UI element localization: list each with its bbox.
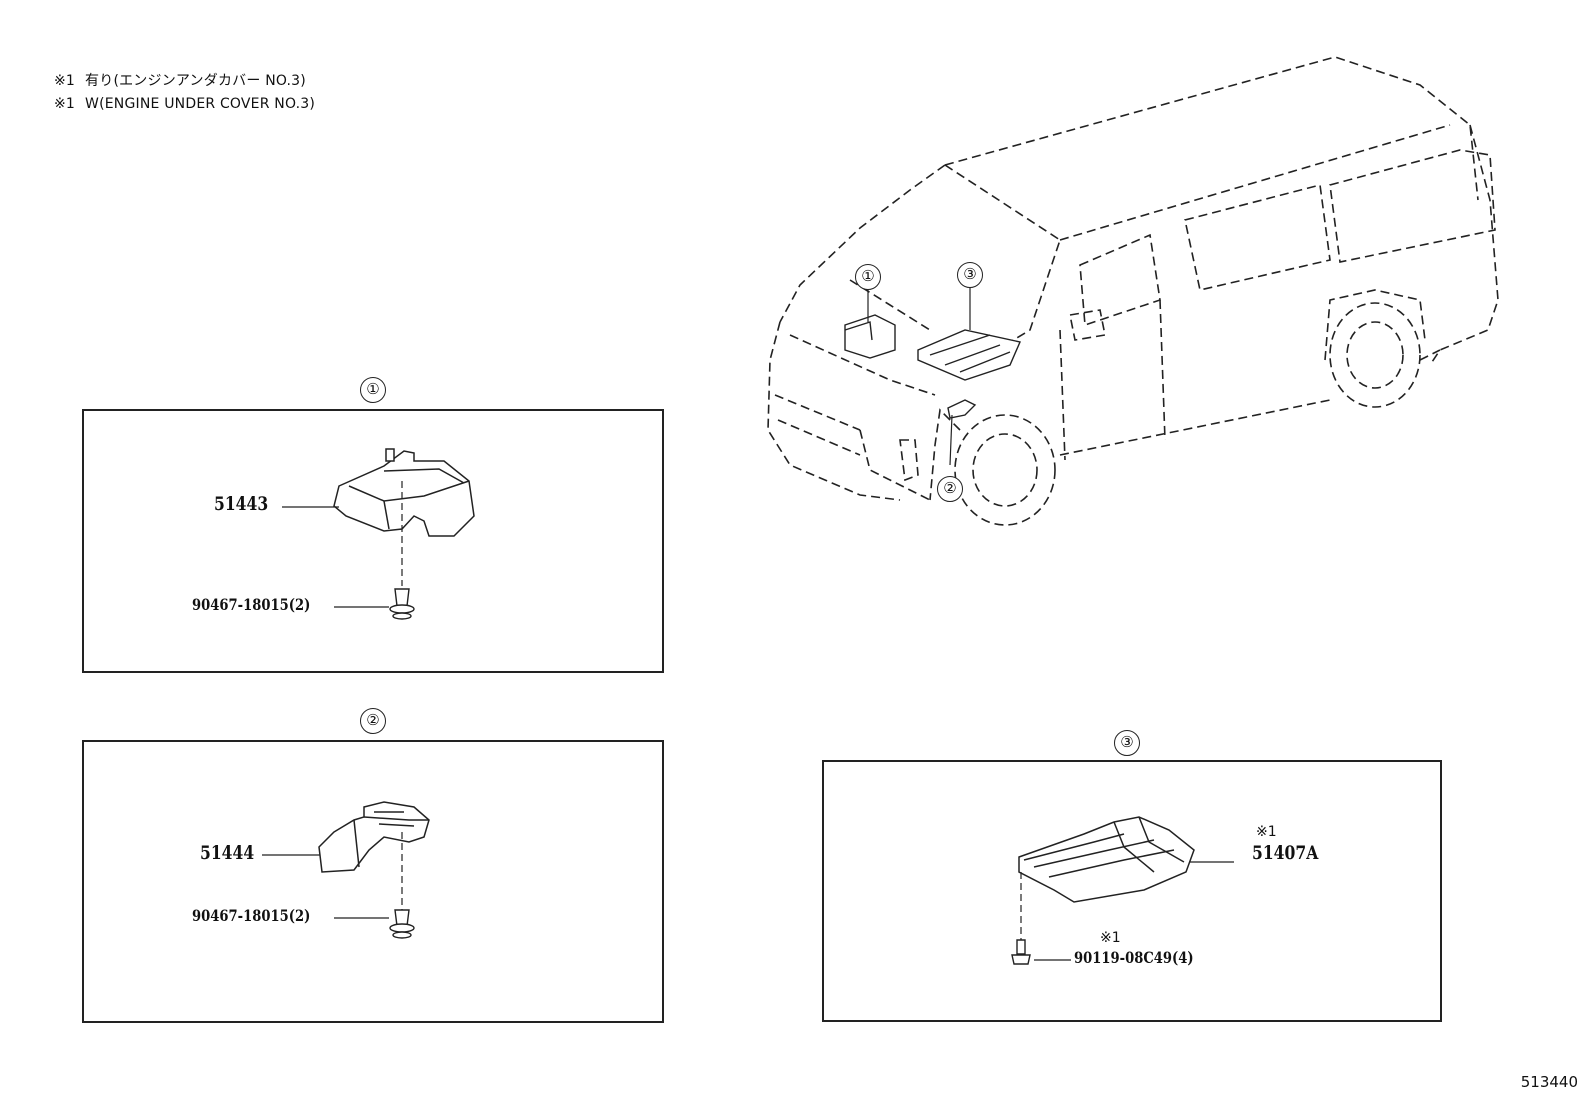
side-window-1 bbox=[1184, 183, 1331, 291]
grille-top bbox=[789, 334, 936, 396]
note-text: 有り(エンジンアンダカバー NO.3) bbox=[85, 73, 306, 89]
part-number-51444: 51444 bbox=[200, 842, 255, 864]
front-wheel bbox=[954, 414, 1056, 526]
fastener-number-3: 90119-08C49(4) bbox=[1074, 948, 1194, 967]
panel-1: 51443 90467-18015(2) bbox=[82, 409, 664, 673]
bolt-icon bbox=[1011, 939, 1031, 965]
panel-3-drawing bbox=[1011, 816, 1234, 965]
roof-outline bbox=[944, 56, 1479, 201]
panel-2: 51444 90467-18015(2) bbox=[82, 740, 664, 1023]
grille-mid bbox=[774, 394, 861, 431]
figure-code: 513440 bbox=[1520, 1073, 1578, 1091]
panel-3-callout: ③ bbox=[1114, 730, 1140, 756]
note-japanese: ※1 有り(エンジンアンダカバー NO.3) bbox=[54, 70, 306, 90]
a-pillar bbox=[944, 164, 1061, 346]
vehicle-part-3-shape bbox=[917, 329, 1021, 381]
vehicle-callout-3: ③ bbox=[957, 262, 983, 288]
clip-icon bbox=[389, 909, 415, 939]
note-mark: ※1 bbox=[54, 96, 76, 112]
rear-wheel bbox=[1329, 302, 1421, 408]
part-number-51443: 51443 bbox=[214, 493, 269, 515]
fastener-number-1: 90467-18015(2) bbox=[192, 595, 311, 614]
bumper bbox=[859, 429, 931, 501]
sill bbox=[1059, 399, 1331, 456]
part-51443-shape bbox=[333, 450, 475, 537]
part-note-mark: ※1 bbox=[1256, 824, 1277, 840]
clip-icon bbox=[389, 588, 415, 620]
rear-outline bbox=[1429, 124, 1499, 366]
part-number-51407A: 51407A bbox=[1252, 842, 1319, 864]
note-english: ※1 W(ENGINE UNDER COVER NO.3) bbox=[54, 96, 315, 112]
part-51407A-shape bbox=[1018, 816, 1195, 903]
note-mark: ※1 bbox=[54, 73, 76, 89]
front-face bbox=[767, 321, 901, 501]
beltline bbox=[1059, 124, 1451, 241]
grille-low bbox=[777, 419, 861, 456]
panel-3: ※1 51407A ※1 90119-08C49(4) bbox=[822, 760, 1442, 1022]
fastener-number-2: 90467-18015(2) bbox=[192, 906, 311, 925]
vehicle-part-2-shape bbox=[947, 399, 977, 419]
fastener-note-mark: ※1 bbox=[1100, 930, 1121, 946]
mirror bbox=[1069, 309, 1106, 341]
vehicle-callout-2: ② bbox=[937, 476, 963, 502]
panel-2-drawing bbox=[262, 801, 430, 939]
panel-1-drawing bbox=[282, 448, 475, 620]
side-window-2 bbox=[1329, 149, 1496, 263]
windshield-frame bbox=[779, 164, 946, 323]
panel-2-callout: ② bbox=[360, 708, 386, 734]
panel-1-callout: ① bbox=[360, 377, 386, 403]
vehicle-callout-1: ① bbox=[855, 264, 881, 290]
note-text: W(ENGINE UNDER COVER NO.3) bbox=[85, 96, 316, 112]
